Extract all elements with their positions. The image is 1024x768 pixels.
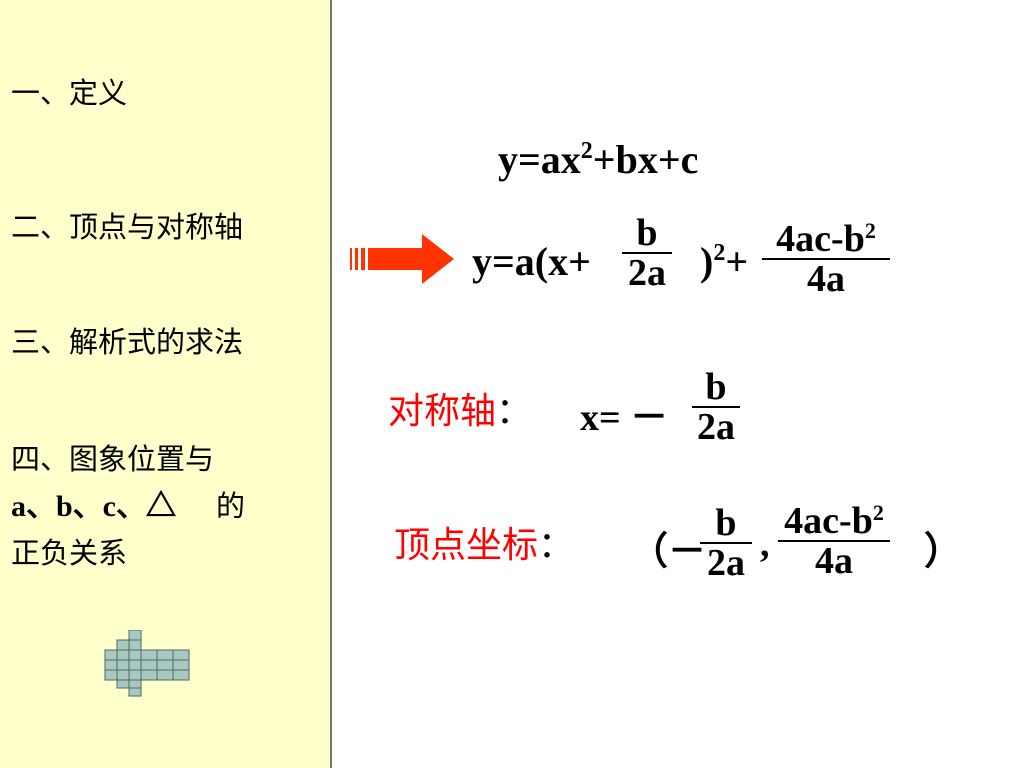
close-paren: ) [700,239,714,284]
vertex-form-square: )2+ [700,238,748,285]
vertex-coordinates-label: 顶点坐标： [394,525,575,566]
right-arrow-icon [350,234,454,284]
general-form-base: y=ax [498,137,581,182]
fraction-denominator: 4a [815,539,853,582]
vertex-form-prefix: y=a(x+ [472,239,591,284]
general-form-rest: +bx+c [592,137,699,182]
vertex-close-paren: ） [924,531,963,573]
fraction-denominator: 2a [628,251,666,294]
fraction-denominator: 4a [807,257,845,300]
axis-equation: x= － [580,397,669,439]
fraction-denominator: 2a [707,541,745,584]
fraction-bar [700,542,752,544]
coefficients-label: a、b、c、△ [11,490,176,523]
back-arrow-icon[interactable] [103,630,193,698]
sidebar-item-graph-line2: a、b、c、△ 的 [11,483,245,530]
general-form-formula: y=ax2+bx+c [498,136,698,183]
axis-fraction: b 2a [692,366,740,448]
axis-of-symmetry-label: 对称轴： [388,391,533,432]
vertex-y-fraction: 4ac-b2 4a [778,500,890,582]
sidebar-nav: 一、定义 二、顶点与对称轴 三、解析式的求法 四、图象位置与 a、b、c、△ 的 … [0,0,332,768]
general-form-exponent: 2 [580,138,593,164]
sidebar-item-graph-position[interactable]: 四、图象位置与 a、b、c、△ 的 正负关系 [11,436,245,577]
square-exponent: 2 [713,240,726,266]
vertex-form-fraction-2: 4ac-b2 4a [762,218,890,300]
sidebar-item-expression-methods[interactable]: 三、解析式的求法 [11,325,244,359]
fraction-numerator: b [705,366,727,408]
de-label: 的 [216,489,246,523]
sidebar-item-vertex-axis[interactable]: 二、顶点与对称轴 [11,210,244,244]
vertex-form-fraction-1: b 2a [622,212,672,294]
plus-sign: + [725,239,749,284]
fraction-bar [692,406,740,408]
fraction-numerator: b [715,502,737,544]
fraction-bar [778,540,890,542]
minus-sign: － [630,397,669,439]
sidebar-item-graph-line3: 正负关系 [11,536,128,570]
fraction-numerator: b [636,212,658,254]
fraction-bar [762,258,890,260]
vertex-x-fraction: b 2a [700,502,752,584]
fraction-bar [622,252,672,254]
fraction-numerator: 4ac-b2 [784,500,884,542]
vertex-comma: , [760,523,770,565]
fraction-denominator: 2a [697,405,735,448]
vertex-open-paren: （－ [630,531,707,573]
fraction-numerator: 4ac-b2 [776,218,876,260]
sidebar-item-definition[interactable]: 一、定义 [11,76,128,110]
sidebar-item-graph-line1: 四、图象位置与 [11,442,215,476]
